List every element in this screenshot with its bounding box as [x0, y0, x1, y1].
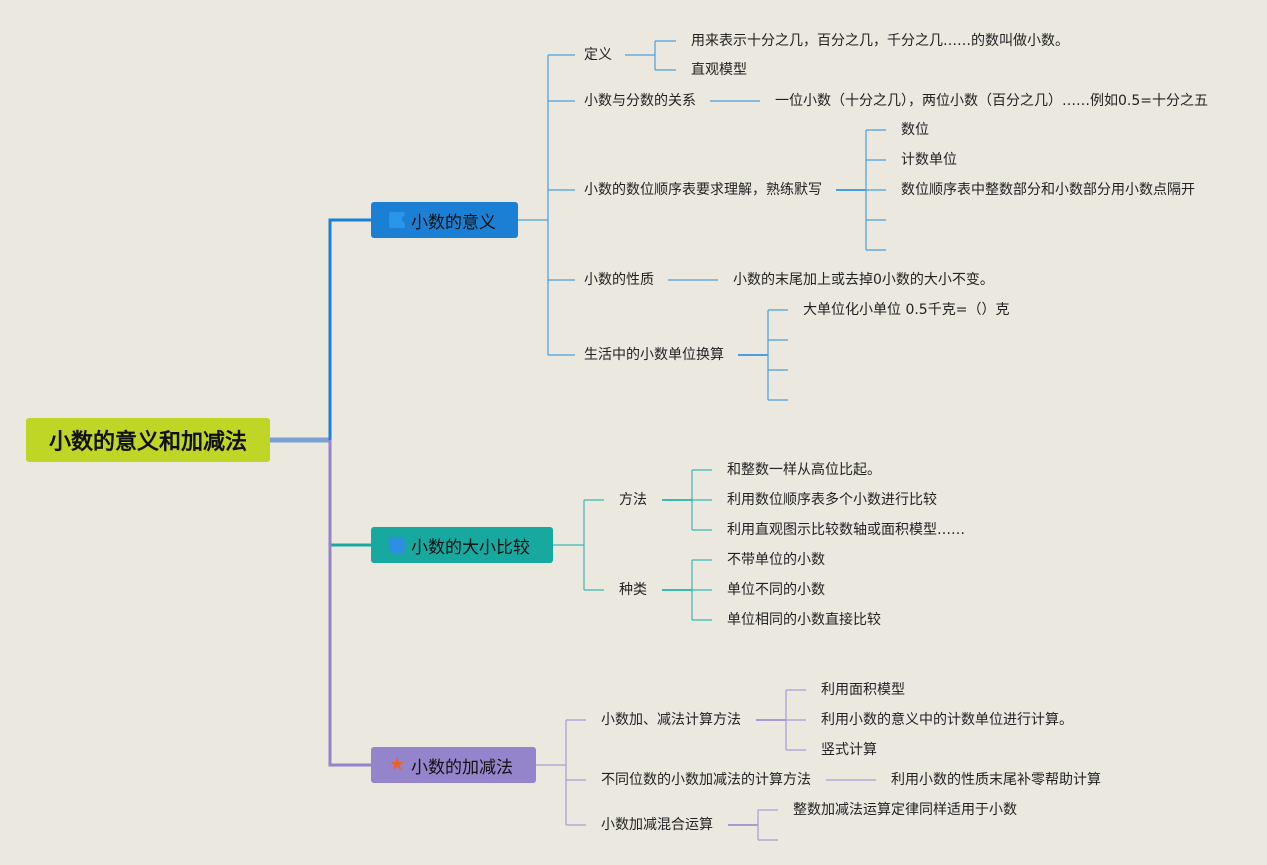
subtopic-calc-method[interactable]: 小数加、减法计算方法	[601, 712, 741, 728]
subtopic-definition[interactable]: 定义	[584, 47, 612, 63]
node-kind-no-unit[interactable]: 不带单位的小数	[727, 552, 825, 568]
node-compare-place-table[interactable]: 利用数位顺序表多个小数进行比较	[727, 492, 937, 508]
flag-icon	[389, 212, 410, 228]
node-visual-model[interactable]: 直观模型	[691, 62, 747, 78]
subtopic-mixed-operations[interactable]: 小数加减混合运算	[601, 817, 713, 833]
subtopic-place-table[interactable]: 小数的数位顺序表要求理解，熟练默写	[584, 182, 822, 198]
star-icon: ★	[389, 754, 406, 775]
topic-decimal-meaning[interactable]: 小数的意义	[371, 202, 518, 238]
topic-label: 小数的大小比较	[411, 537, 530, 558]
topic-label: 小数的加减法	[411, 757, 513, 778]
subtopic-decimal-property[interactable]: 小数的性质	[584, 272, 654, 288]
node-unit-conversion-example[interactable]: 大单位化小单位 0.5千克=（）克	[803, 302, 1010, 318]
subtopic-kinds[interactable]: 种类	[619, 582, 647, 598]
topic-decimal-compare[interactable]: 小数的大小比较	[371, 527, 553, 563]
subtopic-method[interactable]: 方法	[619, 492, 647, 508]
node-compare-high-place[interactable]: 和整数一样从高位比起。	[727, 462, 881, 478]
node-kind-same-unit[interactable]: 单位相同的小数直接比较	[727, 612, 881, 628]
node-counting-unit-calc[interactable]: 利用小数的意义中的计数单位进行计算。	[821, 712, 1073, 728]
square-icon	[389, 537, 405, 553]
node-digit-place[interactable]: 数位	[901, 122, 929, 138]
node-property-text[interactable]: 小数的末尾加上或去掉0小数的大小不变。	[733, 272, 994, 288]
topic-decimal-addsub[interactable]: ★ 小数的加减法	[371, 747, 536, 783]
node-compare-visual[interactable]: 利用直观图示比较数轴或面积模型……	[727, 522, 965, 538]
node-decimal-point-separation[interactable]: 数位顺序表中整数部分和小数部分用小数点隔开	[901, 182, 1195, 198]
node-counting-unit[interactable]: 计数单位	[901, 152, 957, 168]
subtopic-fraction-relation[interactable]: 小数与分数的关系	[584, 93, 696, 109]
subtopic-unit-conversion[interactable]: 生活中的小数单位换算	[584, 347, 724, 363]
subtopic-diff-digits[interactable]: 不同位数的小数加减法的计算方法	[601, 772, 811, 788]
root-topic[interactable]: 小数的意义和加减法	[26, 418, 270, 462]
node-kind-diff-unit[interactable]: 单位不同的小数	[727, 582, 825, 598]
node-definition-text[interactable]: 用来表示十分之几，百分之几，千分之几……的数叫做小数。	[691, 33, 1069, 49]
root-title: 小数的意义和加减法	[48, 430, 247, 455]
topic-label: 小数的意义	[411, 212, 496, 233]
node-area-model[interactable]: 利用面积模型	[821, 682, 905, 698]
node-laws-apply[interactable]: 整数加减法运算定律同样适用于小数	[793, 802, 1017, 818]
node-pad-zeros[interactable]: 利用小数的性质末尾补零帮助计算	[891, 772, 1101, 788]
node-vertical-calc[interactable]: 竖式计算	[821, 742, 877, 758]
node-fraction-relation-text[interactable]: 一位小数（十分之几），两位小数（百分之几）……例如0.5=十分之五	[775, 93, 1208, 109]
